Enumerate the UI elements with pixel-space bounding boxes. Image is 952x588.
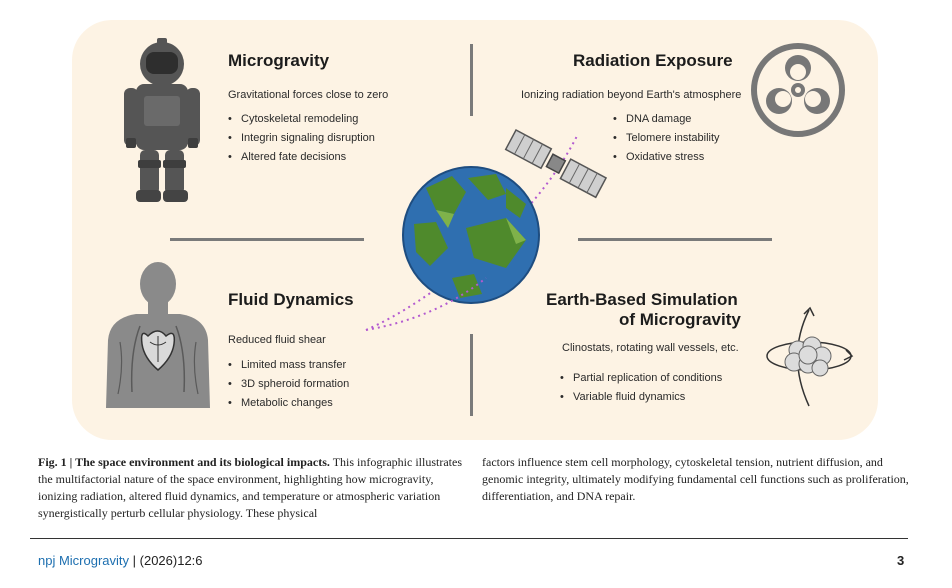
divider-bottom [470,334,473,416]
caption-text-col1: This infographic illustrates the multifa… [38,455,462,520]
figure-caption-col2: factors influence stem cell morphology, … [482,454,910,505]
page-number: 3 [897,553,905,568]
divider-right [578,238,772,241]
list-item: Oxidative stress [613,148,720,167]
caption-text-col2: factors influence stem cell morphology, … [482,455,909,503]
list-item: Variable fluid dynamics [560,388,722,407]
list-item: 3D spheroid formation [228,375,349,394]
earth-orbit-illustration [365,128,608,331]
list-item: Integrin signaling disruption [228,129,375,148]
footer-citation: npj Microgravity | (2026)12:6 [38,553,203,568]
simulation-list: Partial replication of conditions Variab… [560,369,722,407]
fluid-subtitle: Reduced fluid shear [228,334,326,346]
microgravity-subtitle: Gravitational forces close to zero [228,89,389,101]
caption-label: Fig. 1 | The space environment and its b… [38,455,330,469]
fluid-title: Fluid Dynamics [228,290,354,309]
radiation-subtitle: Ionizing radiation beyond Earth's atmosp… [521,89,742,101]
astronaut-icon [124,38,200,202]
divider-left [170,238,364,241]
clinostat-rotation-icon [766,306,854,407]
radiation-title: Radiation Exposure [573,51,733,70]
citation-info: | (2026)12:6 [132,553,203,568]
list-item: Metabolic changes [228,394,349,413]
figure-caption-col1: Fig. 1 | The space environment and its b… [38,454,468,522]
orbit-path [365,133,579,331]
radiation-icon [751,43,845,137]
simulation-title-line1: Earth-Based Simulation [546,290,738,309]
list-item: Partial replication of conditions [560,369,722,388]
list-item: Altered fate decisions [228,148,375,167]
list-item: DNA damage [613,110,720,129]
microgravity-list: Cytoskeletal remodeling Integrin signali… [228,110,375,167]
list-item: Telomere instability [613,129,720,148]
footer-rule [30,538,908,539]
divider-top [470,44,473,116]
human-torso-icon [106,262,210,408]
microgravity-title: Microgravity [228,51,330,70]
radiation-list: DNA damage Telomere instability Oxidativ… [613,110,720,167]
list-item: Cytoskeletal remodeling [228,110,375,129]
list-item: Limited mass transfer [228,356,349,375]
fluid-list: Limited mass transfer 3D spheroid format… [228,356,349,413]
journal-name[interactable]: npj Microgravity [38,553,130,568]
satellite-icon [504,128,608,199]
simulation-title-line2: of Microgravity [619,310,741,329]
simulation-subtitle: Clinostats, rotating wall vessels, etc. [562,342,739,354]
